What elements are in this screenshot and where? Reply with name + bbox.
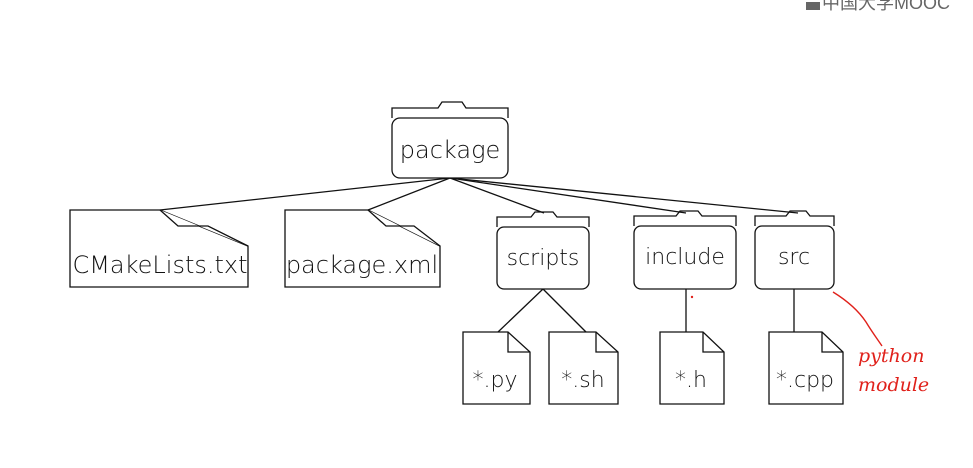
edge-package-xml bbox=[367, 177, 451, 211]
watermark-text: 中国大学MOOC bbox=[822, 0, 950, 13]
file-py: *.py bbox=[462, 331, 531, 405]
handwritten-annotation: python module bbox=[690, 291, 929, 396]
folded-corner-icon bbox=[821, 332, 843, 353]
annotation-dot bbox=[690, 295, 694, 299]
annotation-line-2: module bbox=[858, 374, 929, 396]
file-cpp: *.cpp bbox=[768, 331, 844, 405]
folder-label: src bbox=[778, 245, 810, 270]
folder-icon bbox=[496, 211, 590, 227]
annotation-arrow-line bbox=[832, 291, 883, 347]
file-cmakelists: CMakeLists.txt bbox=[69, 209, 249, 288]
folder-scripts: scripts bbox=[496, 211, 590, 290]
edge-package-cmakelists bbox=[159, 177, 451, 211]
file-label: *.cpp bbox=[776, 368, 834, 393]
folder-icon bbox=[391, 101, 509, 118]
folder-icon bbox=[754, 210, 835, 226]
connector-lines bbox=[159, 177, 799, 333]
file-h: *.h bbox=[659, 331, 725, 405]
folder-label: package bbox=[400, 136, 501, 164]
folder-package: package bbox=[391, 101, 509, 179]
annotation-line-1: python bbox=[858, 345, 924, 367]
file-label: *.py bbox=[473, 368, 518, 393]
folded-corner-icon bbox=[702, 332, 724, 353]
file-label: *.h bbox=[675, 368, 707, 393]
watermark-logo-icon bbox=[806, 2, 820, 10]
folder-icon bbox=[633, 210, 737, 226]
folder-src: src bbox=[754, 210, 835, 290]
edge-package-scripts bbox=[449, 177, 545, 214]
file-sh: *.sh bbox=[548, 331, 619, 405]
edge-scripts-py bbox=[497, 288, 544, 333]
watermark: 中国大学MOOC bbox=[806, 0, 950, 13]
folded-corner-icon bbox=[507, 332, 530, 353]
folded-corner-icon bbox=[595, 332, 618, 353]
file-label: package.xml bbox=[286, 251, 438, 279]
file-label: CMakeLists.txt bbox=[72, 251, 247, 279]
file-label: *.sh bbox=[561, 368, 604, 393]
folded-corner-icon bbox=[159, 209, 249, 247]
folder-include: include bbox=[633, 210, 737, 290]
folded-corner-icon bbox=[367, 209, 441, 247]
edge-scripts-sh bbox=[542, 288, 587, 333]
edge-package-include bbox=[449, 177, 687, 214]
file-package-xml: package.xml bbox=[284, 209, 441, 288]
folder-label: scripts bbox=[507, 246, 580, 271]
folder-label: include bbox=[645, 245, 725, 270]
edge-package-src bbox=[449, 177, 799, 214]
